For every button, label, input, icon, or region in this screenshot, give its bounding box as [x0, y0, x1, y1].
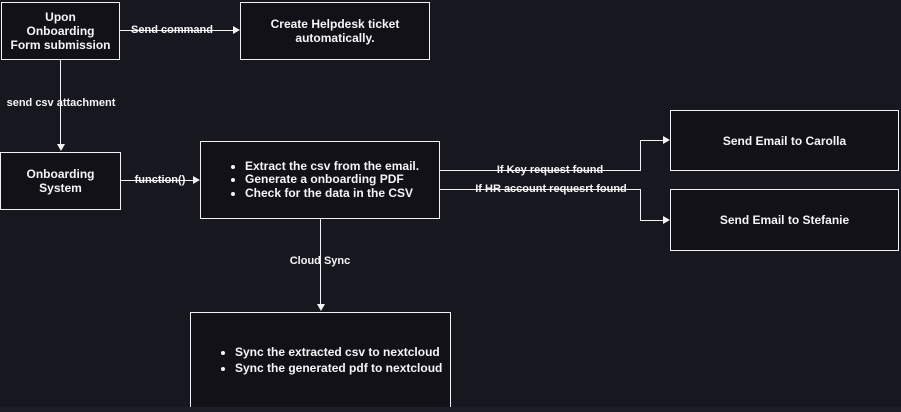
node-process-steps[interactable]: Extract the csv from the email. Generate… — [200, 141, 440, 219]
node-send-email-stefanie[interactable]: Send Email to Stefanie — [670, 189, 899, 251]
process-step: Extract the csv from the email. — [245, 159, 435, 174]
connector-if-key-line — [440, 170, 641, 171]
cloud-sync-step: Sync the generated pdf to nextcloud — [235, 360, 446, 376]
connector-if-key-line — [640, 140, 663, 141]
edge-label-send-csv-attachment[interactable]: send csv attachment — [6, 97, 116, 109]
connector-function-line — [121, 180, 193, 181]
node-cloud-sync-steps[interactable]: Sync the extracted csv to nextcloud Sync… — [190, 312, 451, 408]
connector-send-csv-line — [60, 60, 61, 145]
arrow-head-down-icon — [316, 304, 325, 311]
connector-if-hr-line — [640, 189, 641, 221]
edge-label-if-hr-account-request[interactable]: If HR account requesrt found — [475, 183, 627, 195]
arrow-head-right-icon — [663, 136, 670, 144]
cloud-sync-steps-list: Sync the extracted csv to nextcloud Sync… — [191, 344, 450, 376]
cloud-sync-step: Sync the extracted csv to nextcloud — [235, 344, 446, 360]
edge-label-send-command[interactable]: Send command — [131, 24, 213, 36]
node-upon-onboarding-form-submission[interactable]: Upon Onboarding Form submission — [1, 2, 120, 60]
node-create-helpdesk-ticket[interactable]: Create Helpdesk ticket automatically. — [240, 2, 430, 60]
connector-cloud-sync-line — [320, 219, 321, 305]
edge-label-cloud-sync[interactable]: Cloud Sync — [289, 255, 351, 267]
arrow-head-right-icon — [233, 26, 240, 34]
edge-label-function[interactable]: function() — [134, 174, 186, 186]
node-onboarding-system[interactable]: Onboarding System — [0, 152, 121, 210]
connector-if-key-line — [640, 140, 641, 170]
connector-if-hr-line — [640, 220, 663, 221]
process-step: Check for the data in the CSV — [245, 186, 435, 201]
node-send-email-carolla[interactable]: Send Email to Carolla — [670, 110, 899, 171]
arrow-head-down-icon — [56, 144, 65, 151]
edge-label-if-key-request[interactable]: If Key request found — [496, 164, 604, 176]
process-steps-list: Extract the csv from the email. Generate… — [201, 159, 439, 201]
connector-send-command-line — [120, 30, 233, 31]
arrow-head-right-icon — [193, 176, 200, 184]
arrow-head-right-icon — [663, 216, 670, 224]
connector-if-hr-line — [440, 189, 641, 190]
process-step: Generate a onboarding PDF — [245, 173, 435, 187]
horizontal-scrollbar[interactable] — [0, 407, 901, 412]
